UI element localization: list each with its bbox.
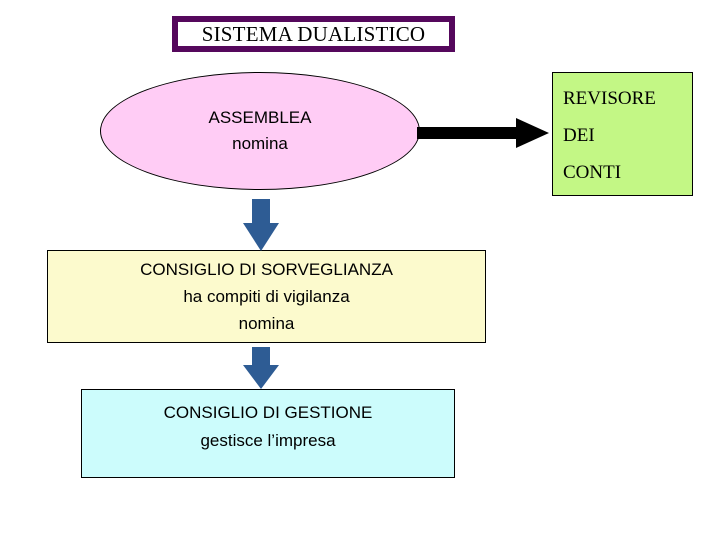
- arrow-down-assemblea-to-sorveglianza: [243, 199, 279, 251]
- gestione-line-2: gestisce l’impresa: [200, 430, 336, 450]
- revisore-line-3: CONTI: [563, 162, 622, 184]
- assemblea-line-2: nomina: [232, 134, 288, 153]
- revisore-line-2: DEI: [563, 125, 595, 147]
- assemblea-line-1: ASSEMBLEA: [208, 107, 312, 127]
- arrow-right-assemblea-to-revisore: [417, 118, 549, 148]
- sorveglianza-line-3: nomina: [238, 314, 295, 334]
- title-banner: SISTEMA DUALISTICO: [172, 16, 455, 52]
- title-banner-label: SISTEMA DUALISTICO: [201, 21, 426, 46]
- revisore-line-1: REVISORE: [563, 88, 656, 109]
- arrow-down-sorveglianza-to-gestione: [243, 347, 279, 389]
- gestione-line-1: CONSIGLIO DI GESTIONE: [163, 403, 373, 423]
- sorveglianza-line-2: ha compiti di vigilanza: [183, 286, 350, 306]
- assemblea-node: ASSEMBLEA nomina: [100, 72, 420, 190]
- revisore-dei-conti-node: REVISORE DEI CONTI: [552, 72, 693, 196]
- consiglio-di-sorveglianza-node: CONSIGLIO DI SORVEGLIANZA ha compiti di …: [47, 250, 486, 343]
- sorveglianza-line-1: CONSIGLIO DI SORVEGLIANZA: [140, 259, 393, 279]
- consiglio-di-gestione-node: CONSIGLIO DI GESTIONE gestisce l’impresa: [81, 389, 455, 478]
